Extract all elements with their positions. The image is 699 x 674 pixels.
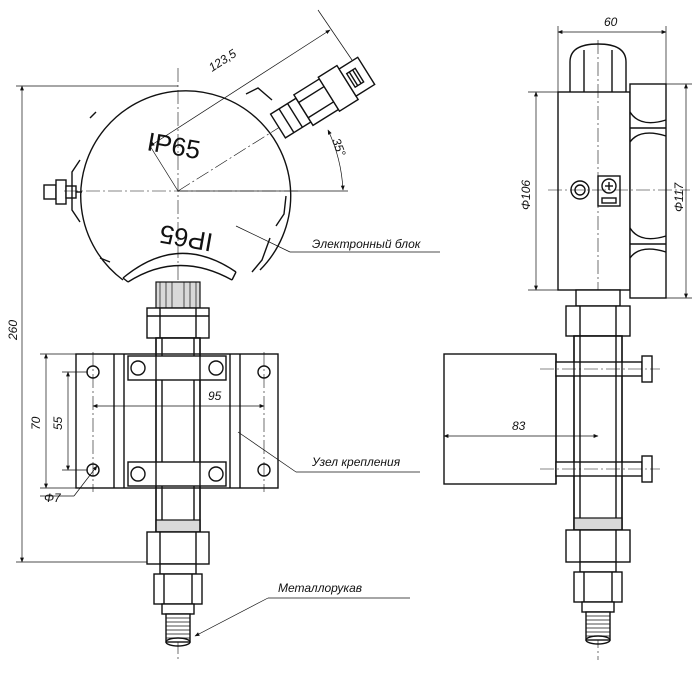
callout-electronic-block: Электронный блок: [312, 237, 422, 251]
dim-phi106: Φ106: [519, 180, 533, 210]
callout-metal-hose: Металлорукав: [278, 581, 362, 595]
upper-nut: [146, 307, 210, 339]
callout-mounting-unit: Узел крепления: [311, 455, 401, 469]
dim-83: 83: [512, 419, 526, 433]
side-view: 60 Φ106 Φ117: [443, 15, 692, 660]
dim-60: 60: [604, 15, 618, 29]
ip-rating-top: IP65: [145, 126, 203, 165]
mounting-bracket: [75, 337, 279, 533]
cable-gland: [269, 56, 376, 139]
hose-fitting: [153, 563, 203, 647]
ip-rating-bottom: IP65: [157, 219, 215, 258]
dim-55: 55: [51, 416, 65, 430]
side-bolt: [43, 179, 82, 205]
dim-phi117: Φ117: [672, 182, 686, 213]
lower-nut: [146, 531, 210, 565]
dim-phi7: Φ7: [44, 491, 62, 505]
dim-95: 95: [208, 389, 222, 403]
neck: [155, 281, 201, 309]
dim-70: 70: [29, 416, 43, 430]
dim-260: 260: [6, 320, 20, 341]
housing: [71, 87, 292, 283]
dim-35-deg: 35°: [329, 136, 348, 158]
front-view: IP65 IP65 123,5 35° Электронный блок: [6, 9, 440, 660]
dim-123-5: 123,5: [206, 46, 239, 74]
